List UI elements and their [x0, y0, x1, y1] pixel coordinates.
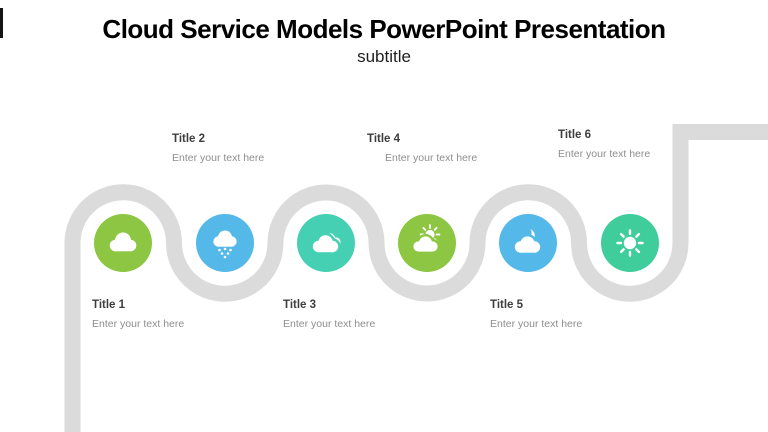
moon-cloud-icon	[512, 226, 543, 256]
item-body: Enter your text here	[283, 318, 376, 330]
rain-cloud-icon	[213, 230, 237, 259]
timeline-item-label-1: Title 1 Enter your text here	[92, 298, 242, 331]
item-title: Title 4	[367, 133, 401, 145]
slide-edge-tick	[0, 8, 3, 38]
slide-subtitle: subtitle	[357, 47, 411, 66]
item-body: Enter your text here	[172, 152, 265, 164]
item-title: Title 5	[490, 299, 524, 311]
timeline-badge-6	[601, 214, 659, 272]
item-body: Enter your text here	[490, 318, 583, 330]
sun-icon	[616, 229, 644, 257]
timeline-item-label-6: Title 6 Enter your text here	[558, 128, 708, 161]
timeline-badge-3	[297, 214, 355, 272]
slide-title: Cloud Service Models PowerPoint Presenta…	[102, 14, 666, 44]
timeline-item-label-5: Title 5 Enter your text here	[490, 298, 640, 331]
item-title: Title 1	[92, 299, 126, 311]
timeline-item-label-2: Title 2 Enter your text here	[172, 132, 322, 165]
timeline-badge-2	[196, 214, 254, 272]
item-title: Title 3	[283, 299, 317, 311]
timeline-badge-1	[94, 214, 152, 272]
item-body: Enter your text here	[92, 318, 185, 330]
timeline-item-label-3: Title 3 Enter your text here	[283, 298, 433, 331]
clouds-icon	[310, 232, 341, 255]
timeline-item-label-4: Title 4 Enter your text here	[367, 132, 517, 165]
sun-behind-cloud-icon	[410, 224, 441, 255]
cloud-icon	[109, 232, 137, 252]
timeline-badge-4	[398, 214, 456, 272]
item-body: Enter your text here	[558, 148, 651, 160]
item-title: Title 2	[172, 133, 206, 145]
timeline-badge-5	[499, 214, 557, 272]
item-title: Title 6	[558, 129, 592, 141]
item-body: Enter your text here	[385, 152, 478, 164]
snake-path-line	[64, 124, 768, 432]
